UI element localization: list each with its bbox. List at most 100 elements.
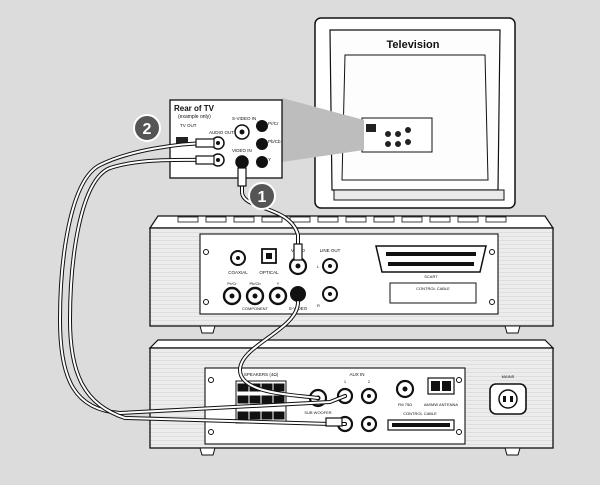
screw	[203, 299, 209, 305]
label-audio-l: L	[317, 264, 320, 269]
screw	[208, 377, 214, 383]
screw	[456, 377, 462, 383]
label-audio-out: AUDIO OUT	[209, 130, 234, 135]
tv-port	[385, 141, 391, 147]
jack-center	[295, 263, 301, 269]
tv-port	[385, 131, 391, 137]
tv-port	[405, 139, 411, 145]
y-jack	[256, 156, 268, 168]
video-plug	[293, 243, 303, 261]
dvd-unit: COAXIAL OPTICAL Pr/Cr Pb/Cb Y COMPONENT …	[148, 215, 555, 334]
video-plug	[237, 167, 247, 187]
amp-control-cable-pins	[392, 423, 450, 427]
tv-out-port	[176, 137, 188, 145]
jack-center	[216, 158, 220, 162]
screw	[489, 249, 495, 255]
jack-center	[252, 293, 258, 299]
scart-pins	[386, 252, 476, 266]
svideo-out-jack	[290, 286, 306, 302]
zoom-indicator	[282, 98, 364, 162]
jack-center	[216, 141, 220, 145]
jack-center	[328, 292, 332, 296]
step-1-circle	[248, 182, 276, 210]
audio-cable-strand	[58, 142, 346, 415]
label-pr: Pr/Cr	[227, 281, 237, 286]
step-1-number: 1	[258, 189, 267, 206]
tv-port	[395, 131, 401, 137]
audio-plug	[195, 155, 215, 165]
audio-cable-strand	[68, 158, 346, 425]
tv-title: Television	[387, 39, 440, 51]
label-line-out: LINE OUT	[320, 248, 341, 253]
tv-port	[366, 124, 376, 132]
label-y-dvd: Y	[277, 281, 280, 286]
step-2-number: 2	[143, 121, 152, 138]
jack-center	[367, 422, 371, 426]
amplifier-unit: SPEAKERS (4Ω) SUB WOOFER AUX IN 1 2 FM 7…	[148, 339, 555, 456]
label-scart: SCART	[424, 274, 438, 279]
inset-subheading: (example only)	[178, 114, 211, 120]
label-aux-1: 1	[344, 379, 347, 384]
label-coaxial: COAXIAL	[228, 270, 248, 275]
label-speakers: SPEAKERS (4Ω)	[244, 372, 279, 377]
pb-jack	[256, 138, 268, 150]
screw	[208, 429, 214, 435]
label-fm-antenna: FM 75Ω	[398, 402, 412, 407]
label-optical: OPTICAL	[259, 270, 279, 275]
tv-back-cover	[329, 29, 501, 191]
step-2-badge: 2	[133, 114, 161, 142]
label-aux-in: AUX IN	[349, 372, 364, 377]
step-2-circle	[133, 114, 161, 142]
jack-center	[402, 386, 408, 392]
dvd-vents	[177, 216, 507, 223]
mains-pin	[510, 396, 513, 402]
label-y: Y	[268, 157, 271, 162]
label-pr-cr: Pr/Cr	[268, 121, 279, 126]
label-amp-control-cable: CONTROL CABLE	[403, 411, 437, 416]
audio-plug	[195, 138, 215, 148]
label-mains: MAINS	[502, 374, 515, 379]
scart-connector	[375, 245, 487, 273]
foot	[504, 325, 521, 334]
jack-center	[236, 256, 240, 260]
screw	[203, 249, 209, 255]
jack-center	[275, 293, 281, 299]
tv-port	[405, 127, 411, 133]
jack-center	[239, 129, 245, 135]
foot	[199, 447, 216, 456]
label-audio-r: R	[317, 303, 320, 308]
television: Television	[314, 17, 516, 209]
screw	[489, 299, 495, 305]
foot	[199, 325, 216, 334]
sub-cable	[238, 301, 319, 399]
control-cable-port	[389, 282, 477, 304]
label-subwoofer: SUB WOOFER	[304, 410, 331, 415]
label-svideo-in: S-VIDEO IN	[232, 116, 256, 121]
video-in-jack	[235, 155, 249, 169]
tv-base	[333, 189, 505, 201]
optical-port-core	[266, 253, 272, 259]
label-component: COMPONENT	[242, 306, 269, 311]
mains-socket-ring	[498, 389, 518, 409]
label-tv-out: TV OUT	[180, 123, 197, 128]
aux-plug	[325, 417, 343, 427]
label-control-cable: CONTROL CABLE	[416, 286, 450, 291]
label-am-antenna: AM/MW ANTENNA	[424, 402, 459, 407]
label-pb-cb: Pb/Cb	[268, 139, 281, 144]
rear-of-tv-inset: Rear of TV (example only) TV OUT AUDIO O…	[169, 99, 283, 179]
pr-jack	[256, 120, 268, 132]
am-clip	[431, 381, 440, 391]
am-clip	[442, 381, 451, 391]
screw	[456, 429, 462, 435]
amp-top-cover	[148, 339, 555, 349]
label-aux-2: 2	[368, 379, 371, 384]
jack-center	[367, 394, 371, 398]
mains-pin	[503, 396, 506, 402]
cables	[57, 141, 347, 426]
tv-port	[395, 141, 401, 147]
foot	[504, 447, 521, 456]
label-video-in: VIDEO IN	[232, 148, 252, 153]
jack-center	[328, 264, 332, 268]
jack-center	[229, 293, 235, 299]
